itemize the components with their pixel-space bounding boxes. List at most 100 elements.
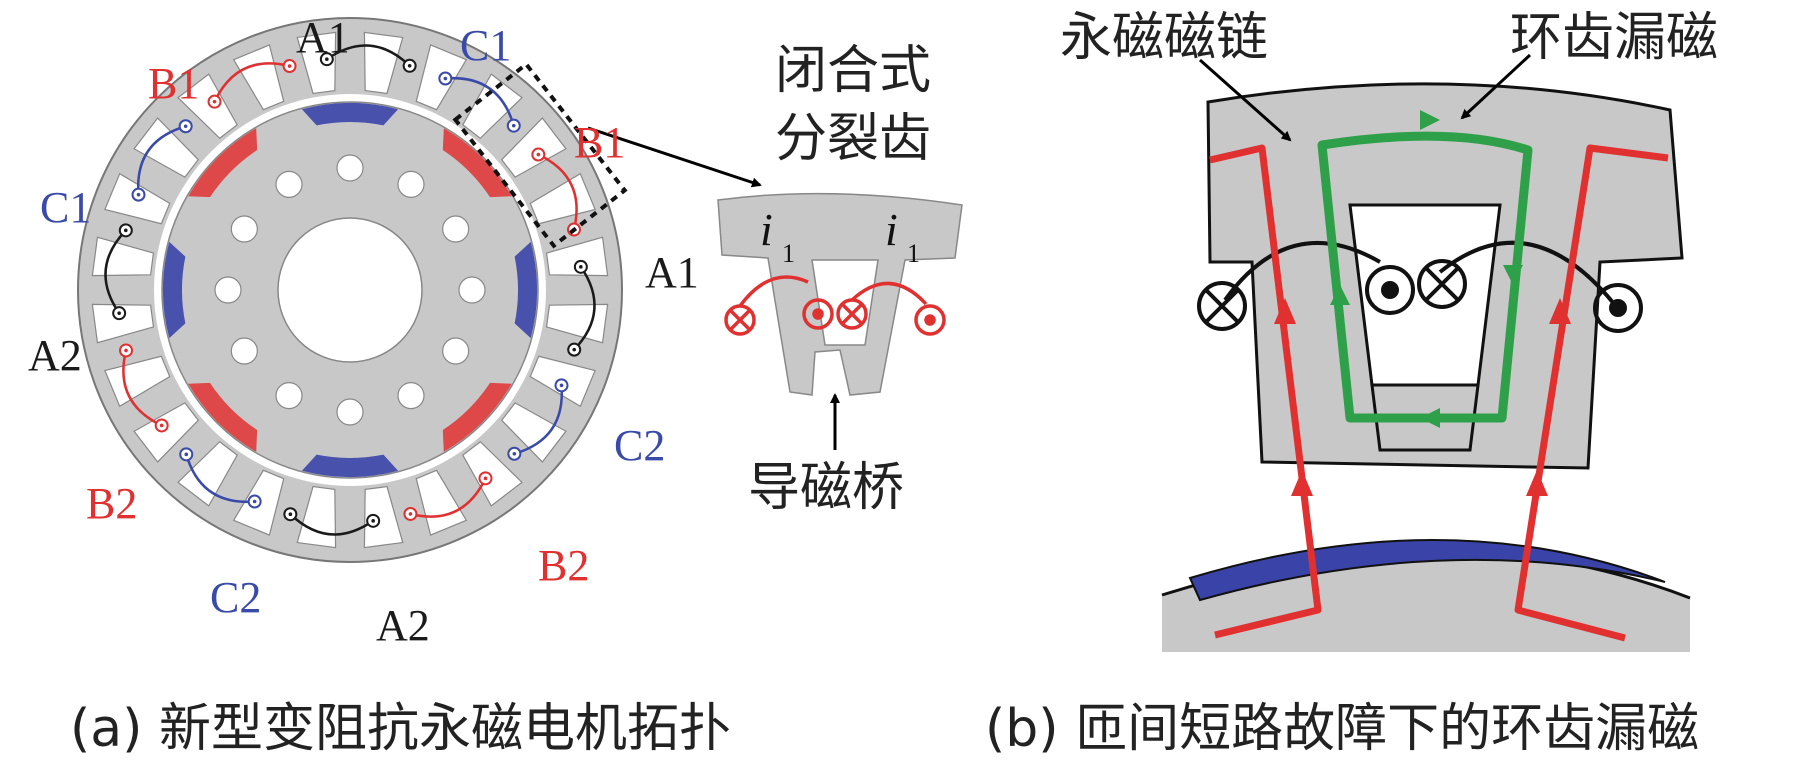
winding-coils <box>104 44 596 536</box>
label-A2-bottom: A2 <box>376 601 430 650</box>
end-winding <box>326 44 411 67</box>
pm-arrow-right-high <box>1549 298 1571 324</box>
stator-slot <box>415 469 468 536</box>
stator-slot <box>462 73 523 140</box>
leakage-label: 环齿漏磁 <box>1510 8 1718 68</box>
label-C1-top: C1 <box>460 21 511 70</box>
cross-mark-icon <box>728 308 752 332</box>
current-left-sub: 1 <box>782 239 795 268</box>
inset-coil-conductors <box>724 275 946 336</box>
end-winding <box>122 350 163 427</box>
stator-slot <box>462 440 523 507</box>
current-arc-right <box>850 281 928 306</box>
end-winding <box>513 385 564 455</box>
conductor-dot-icon <box>914 304 946 336</box>
pm-magnet <box>163 241 186 339</box>
pm-flux-label: 永磁磁链 <box>1060 8 1268 68</box>
conductor-dot-icon <box>1365 265 1415 315</box>
label-A1-top: A1 <box>296 13 350 62</box>
rotor-hole <box>230 337 258 365</box>
conductor-dot-icon <box>159 423 164 428</box>
pm-magnet <box>188 128 258 198</box>
conductor-dot-icon <box>287 64 292 68</box>
rotor-hole <box>214 276 242 304</box>
pm-arrow-right-low <box>1526 470 1548 496</box>
end-winding <box>104 229 127 314</box>
conductor-dot-icon <box>408 512 413 516</box>
motor-cross-section <box>77 17 623 563</box>
caption-a: (a) 新型变阻抗永磁电机拓扑 <box>70 699 731 759</box>
conductor-dot-icon <box>559 383 564 388</box>
stator-slot <box>91 303 155 344</box>
stator-slot <box>500 402 567 463</box>
end-winding <box>573 266 596 351</box>
current-right-symbol: i <box>885 204 898 255</box>
conductor-dot-icon <box>443 76 448 81</box>
inset-title-line1: 闭合式 <box>775 41 931 101</box>
stator-slot <box>177 73 238 140</box>
stator-slot <box>133 117 200 178</box>
conductor-dot-icon <box>407 63 412 68</box>
pm-magnet <box>442 382 512 452</box>
end-winding <box>185 453 255 504</box>
conductor-dot-icon <box>252 499 257 504</box>
zoom-arrow <box>587 126 762 188</box>
rotor-holes <box>214 154 486 426</box>
winding-conductors <box>1197 240 1643 333</box>
end-winding <box>410 477 487 518</box>
leakage-callout-arrow <box>1460 53 1532 120</box>
label-C2-bottom: C2 <box>210 573 261 622</box>
conductor-dot-icon <box>183 124 188 129</box>
pm-magnet <box>301 454 399 478</box>
label-B2-left: B2 <box>86 479 137 528</box>
leakage-arrow-right <box>1503 265 1523 285</box>
rotor-hole <box>275 382 303 410</box>
pm-flux-callout-arrow <box>1199 58 1292 142</box>
stator-slot <box>177 440 238 507</box>
pm-magnet <box>514 241 537 339</box>
shaft-hole <box>277 217 423 363</box>
label-A1-right: A1 <box>645 248 699 297</box>
conductor-dot-icon <box>579 265 583 269</box>
stator-slot <box>545 303 609 344</box>
highlight-box <box>452 61 628 249</box>
conductor-dot-icon <box>212 99 217 104</box>
stator-slot <box>296 31 337 95</box>
end-winding <box>213 62 290 103</box>
stator-slot <box>232 44 285 111</box>
label-B1-left: B1 <box>148 59 199 108</box>
conductor-dot-icon <box>136 192 141 197</box>
end-winding <box>445 76 515 127</box>
stator-slot <box>363 485 404 549</box>
leakage-flux-view: 永磁磁链 环齿漏磁 <box>1060 8 1718 652</box>
rotor-hole <box>397 382 425 410</box>
conductor-dot-icon <box>536 152 541 157</box>
conductor-dot-icon <box>123 228 128 233</box>
stator-slot <box>529 172 596 225</box>
pm-magnet <box>442 128 512 198</box>
current-right-sub: 1 <box>907 239 920 268</box>
conductor-dot-icon <box>117 311 121 315</box>
stator-slot <box>500 117 567 178</box>
conductor-dot-icon <box>511 123 516 128</box>
split-tooth-inset: 闭合式 分裂齿 i 1 i 1 导磁桥 <box>717 41 963 518</box>
pm-arrow-left-low <box>1291 470 1313 496</box>
stator-slot <box>363 31 404 95</box>
rotor-hole <box>336 154 364 182</box>
conductor-cross-icon <box>1417 259 1467 309</box>
conductor-dot-icon <box>802 298 834 330</box>
caption-b: (b) 匝间短路故障下的环齿漏磁 <box>985 699 1700 759</box>
label-B2-right: B2 <box>538 541 589 590</box>
end-winding <box>537 153 578 230</box>
end-winding <box>136 125 187 195</box>
conductor-dot-icon <box>371 519 375 523</box>
pm-magnet <box>188 382 258 452</box>
current-arc-left <box>738 275 809 308</box>
current-left-symbol: i <box>760 204 773 255</box>
rotor-hole <box>397 170 425 198</box>
stator-slot <box>545 236 609 277</box>
rotor-hole <box>458 276 486 304</box>
conductor-dot-icon <box>184 452 189 457</box>
pm-arrow-left-high <box>1274 298 1296 324</box>
